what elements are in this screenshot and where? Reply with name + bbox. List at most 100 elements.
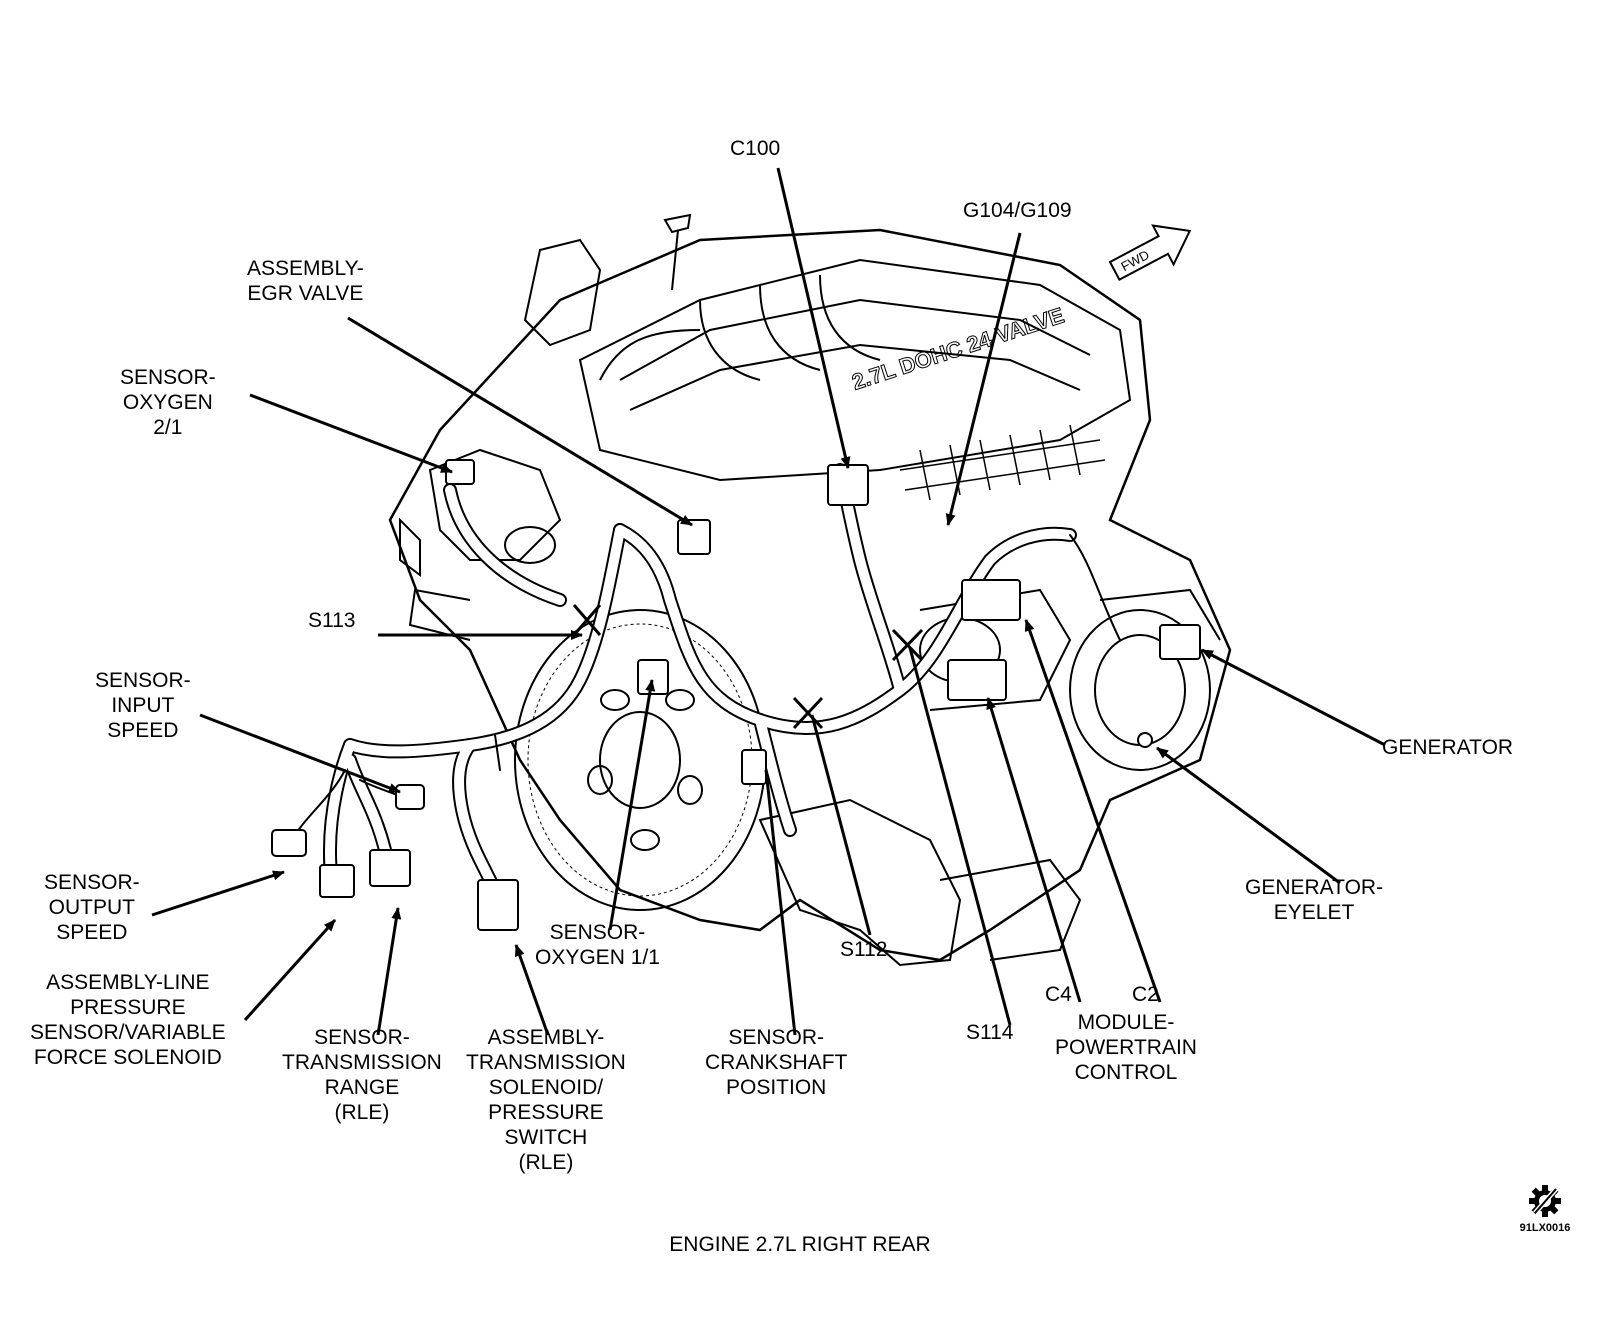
leader-lines (151, 167, 1386, 1036)
label-g104-g109: G104/G109 (963, 198, 1072, 223)
label-line: POSITION (726, 1076, 827, 1099)
engine-illustration (388, 213, 1232, 967)
leader-o2-21 (249, 393, 453, 474)
label-line: (RLE) (334, 1101, 390, 1124)
splice-s112-mark (792, 696, 824, 730)
label-line: G104/G109 (963, 199, 1072, 222)
connector-input-speed (395, 784, 425, 810)
connector-c2 (961, 579, 1021, 621)
leader-c4 (986, 697, 1082, 1003)
label-line: SOLENOID/ (488, 1076, 604, 1099)
figure-code: 91LX0016 (1519, 1222, 1571, 1234)
label-line: S112 (840, 938, 888, 961)
label-line: OUTPUT (48, 896, 135, 919)
label-line: ASSEMBLY- (247, 257, 364, 280)
label-line: SPEED (56, 921, 128, 944)
connector-trans-solenoid (477, 879, 519, 931)
label-line: SENSOR/VARIABLE (30, 1021, 226, 1044)
leader-trans-solenoid (514, 944, 550, 1036)
label-line: C100 (730, 137, 781, 160)
connector-trans-range (369, 849, 411, 887)
generator-eyelet (1137, 732, 1153, 748)
leader-line-pressure (243, 918, 337, 1022)
label-c2: C2 (1132, 982, 1159, 1007)
label-line: POWERTRAIN (1055, 1036, 1197, 1059)
diagram-caption: ENGINE 2.7L RIGHT REAR (669, 1233, 931, 1256)
leader-o2-11 (608, 679, 656, 931)
label-line: TRANSMISSION (282, 1051, 442, 1074)
leader-s114 (908, 647, 1012, 1026)
label-egr-valve: ASSEMBLY-EGR VALVE (247, 256, 364, 306)
forward-direction-arrow: FWD (1108, 224, 1192, 282)
label-line: MODULE- (1077, 1011, 1175, 1034)
label-line: SENSOR- (549, 921, 646, 944)
label-line: SENSOR- (44, 871, 140, 894)
label-line: SPEED (107, 719, 179, 742)
connector-crankshaft (741, 749, 767, 785)
connector-generator (1159, 624, 1201, 660)
label-line: 2/1 (153, 416, 183, 439)
label-c4: C4 (1045, 982, 1072, 1007)
label-line: INPUT (111, 694, 175, 717)
label-line: SENSOR- (120, 366, 216, 389)
label-line: GENERATOR (1382, 736, 1514, 759)
label-generator: GENERATOR (1382, 735, 1513, 760)
connector-egr (677, 519, 711, 555)
label-line: C4 (1045, 983, 1072, 1006)
leader-egr (347, 316, 693, 527)
label-line: SENSOR- (95, 669, 191, 692)
leader-c2 (1024, 619, 1162, 1003)
label-s114: S114 (966, 1020, 1014, 1045)
leader-output-speed (151, 870, 285, 917)
leader-generator (1201, 648, 1386, 747)
leader-trans-range (376, 907, 402, 1036)
label-line: SWITCH (504, 1126, 588, 1149)
splice-s114-mark (891, 628, 924, 662)
label-line: EGR VALVE (247, 282, 364, 305)
label-generator-eyelet: GENERATOR-EYELET (1245, 875, 1383, 925)
engine-cover-text: 2.7L DOHC 24 VALVE (849, 303, 1067, 395)
label-line: RANGE (324, 1076, 400, 1099)
label-line: (RLE) (518, 1151, 574, 1174)
connector-c100 (827, 464, 869, 506)
leader-g104 (945, 232, 1022, 526)
label-s113: S113 (308, 608, 356, 633)
leader-input-speed (199, 713, 401, 794)
label-line: CRANKSHAFT (705, 1051, 848, 1074)
label-line: SENSOR- (728, 1026, 825, 1049)
label-line: PRESSURE (488, 1101, 604, 1124)
label-s112: S112 (840, 937, 888, 962)
label-line: C2 (1132, 983, 1159, 1006)
label-line: S114 (966, 1021, 1014, 1044)
label-line: EYELET (1273, 901, 1355, 924)
label-oxygen-sensor-1-1: SENSOR-OXYGEN 1/1 (535, 920, 660, 970)
connector-line-pressure (319, 864, 355, 898)
label-line: ASSEMBLY-LINE (46, 971, 210, 994)
leader-s112 (810, 714, 872, 936)
label-line: ASSEMBLY- (487, 1026, 605, 1049)
label-line: OXYGEN (122, 391, 213, 414)
label-line: S113 (308, 609, 356, 632)
label-line: PRESSURE (70, 996, 186, 1019)
connector-c4 (947, 659, 1007, 701)
leader-gen-eyelet (1156, 746, 1341, 885)
label-line: FORCE SOLENOID (33, 1046, 222, 1069)
leader-c100 (776, 167, 851, 469)
gear-slash-icon (1529, 1185, 1561, 1217)
label-line: OXYGEN 1/1 (535, 946, 660, 969)
connector-o2-11 (637, 659, 669, 695)
label-c100: C100 (730, 136, 780, 161)
label-line: CONTROL (1074, 1061, 1178, 1084)
label-line: TRANSMISSION (466, 1051, 626, 1074)
label-line: SENSOR- (314, 1026, 410, 1049)
leader-crank (764, 769, 797, 1036)
